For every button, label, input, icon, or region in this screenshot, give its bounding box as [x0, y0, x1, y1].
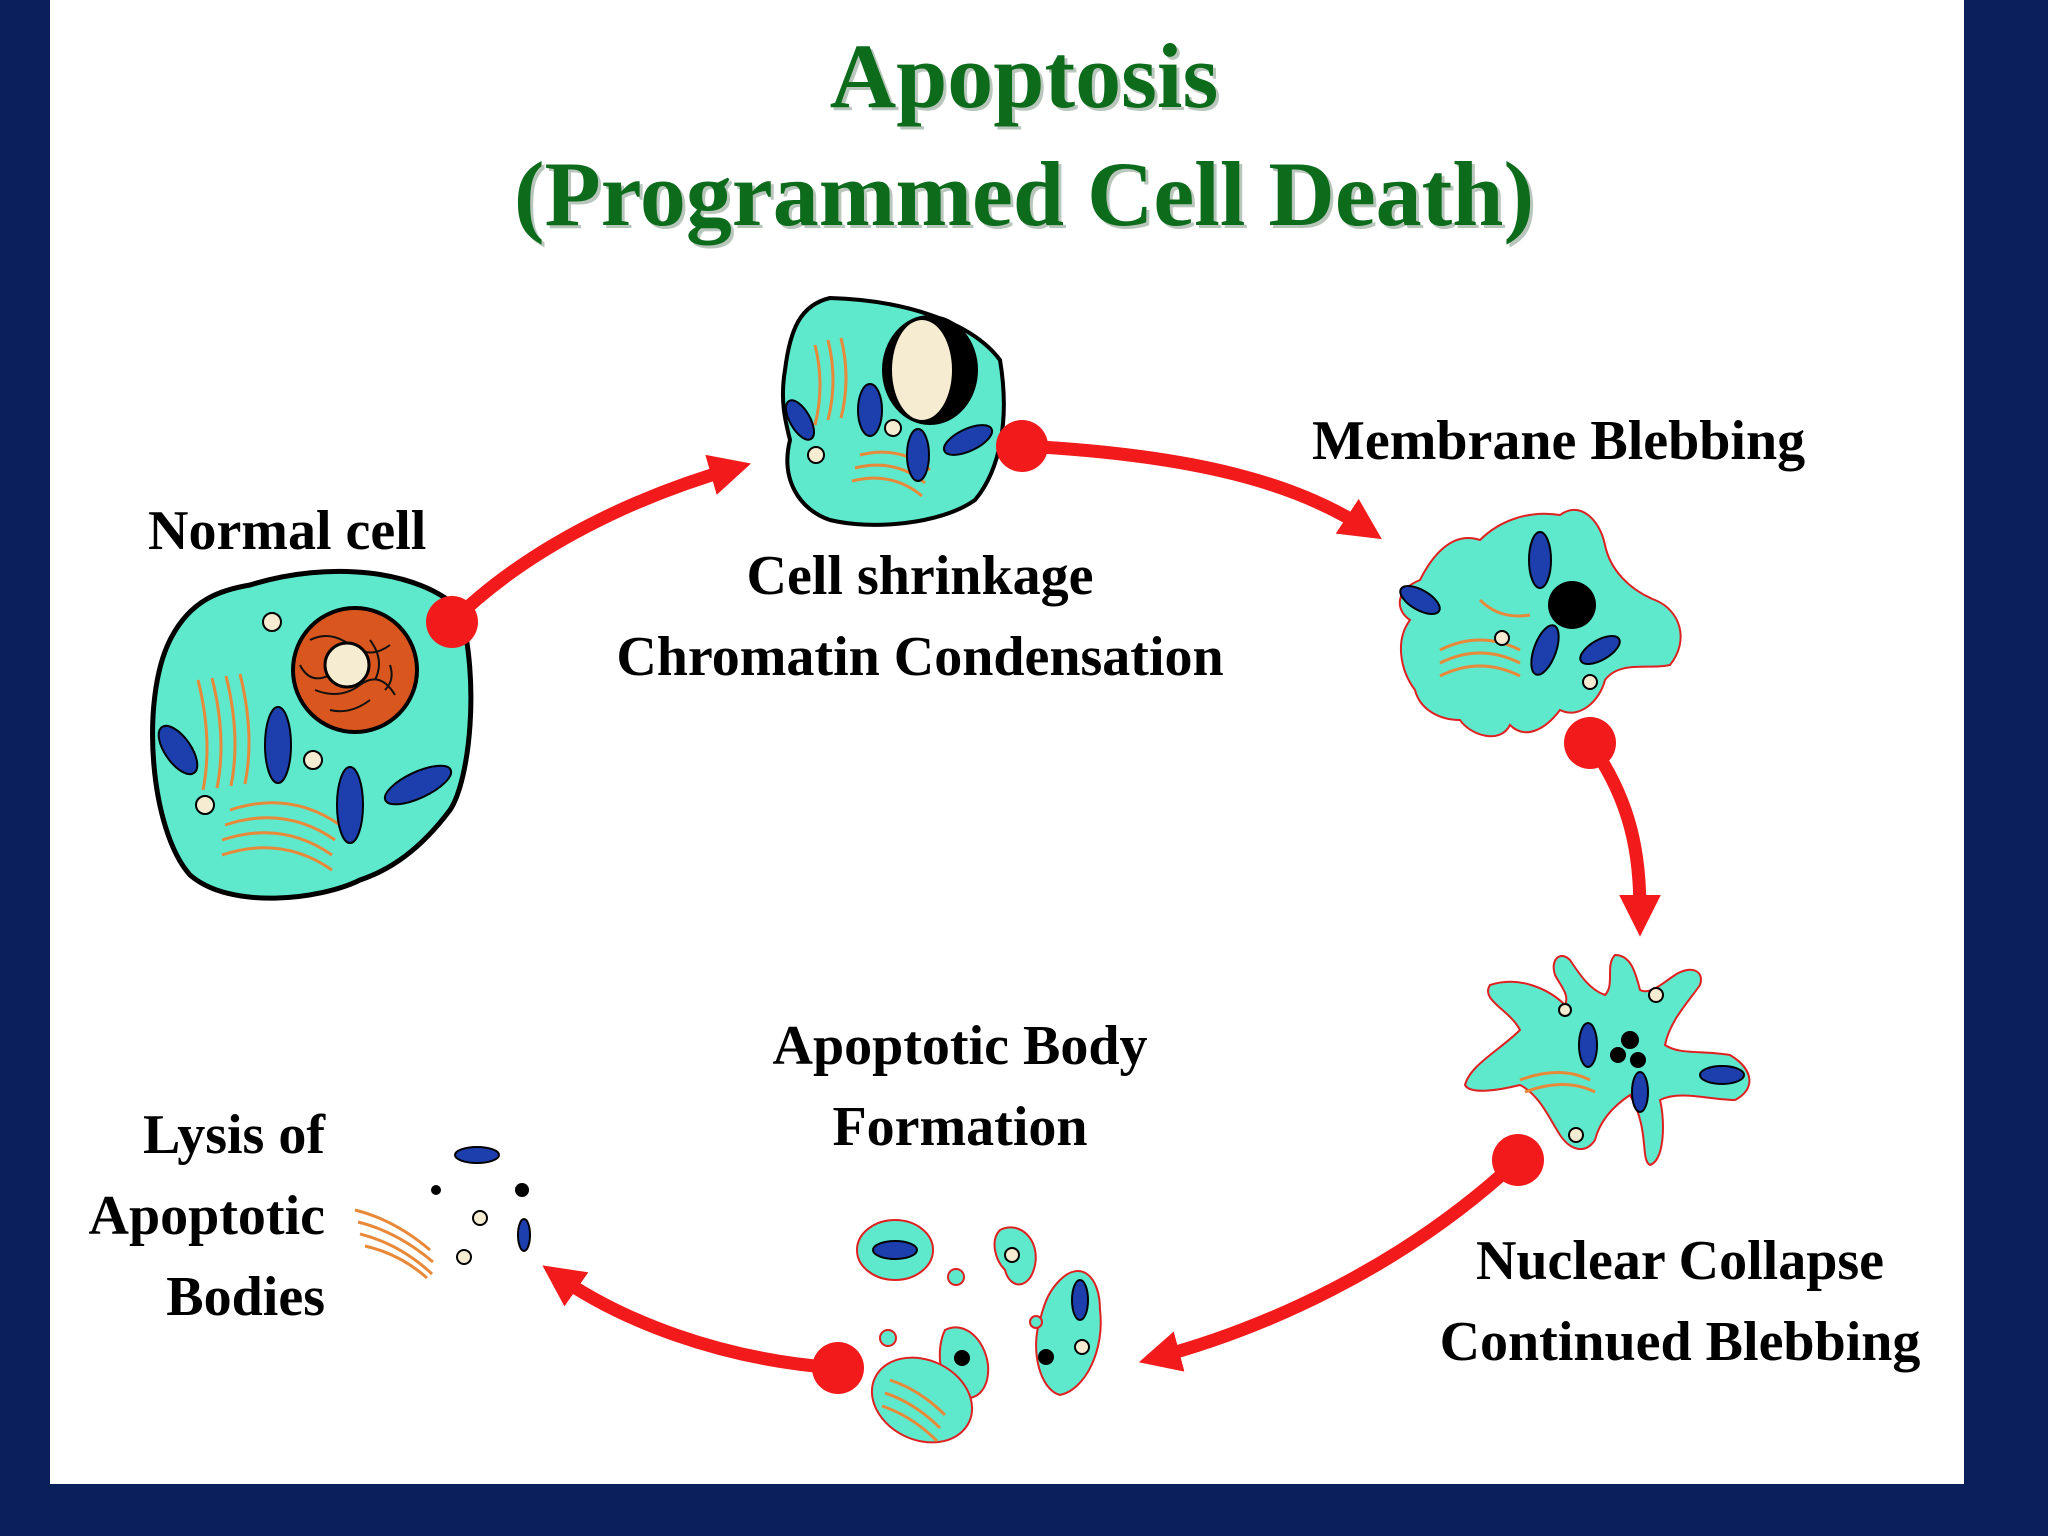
shrunken-cell	[780, 295, 1006, 527]
mitochondrion	[1530, 624, 1560, 676]
mitochondrion	[906, 428, 930, 482]
lysis-debris	[354, 1146, 531, 1280]
mitochondrion	[517, 1218, 531, 1252]
mitochondrion	[942, 424, 994, 456]
apoptotic-bodies	[856, 1219, 1102, 1444]
mitochondrion	[872, 1240, 918, 1260]
arrow-blebbing-to-collapse	[1583, 736, 1661, 937]
mitochondrion	[264, 706, 292, 784]
arrow-collapse-to-bodies	[1138, 1153, 1525, 1372]
mitochondrion	[1699, 1065, 1745, 1085]
mitochondrion	[1528, 531, 1552, 589]
label-apoptotic-body-formation: Apoptotic Body Formation	[772, 1015, 1148, 1158]
mitochondrion	[1631, 1071, 1649, 1113]
arrow-shrinkage-to-blebbing	[1015, 439, 1382, 540]
normal-cell	[150, 568, 474, 901]
mitochondrion	[1071, 1279, 1089, 1321]
mitochondrion	[454, 1146, 500, 1164]
label-nuclear-collapse: Nuclear Collapse Continued Blebbing	[1439, 1230, 1921, 1373]
label-membrane-blebbing: Membrane Blebbing	[1312, 410, 1806, 472]
mitochondrion	[383, 764, 453, 806]
cycle-arrows	[445, 439, 1661, 1375]
mitochondrion	[336, 766, 364, 844]
mitochondrion	[857, 383, 883, 437]
mitochondrion	[1578, 1022, 1598, 1068]
diagram-title: Apoptosis	[829, 25, 1219, 127]
arrow-bodies-to-lysis	[542, 1265, 845, 1375]
nuclear-collapse-cell	[1463, 953, 1751, 1167]
golgi-apparatus	[196, 673, 341, 872]
condensed-nucleus	[1548, 581, 1596, 629]
mitochondrion	[1579, 635, 1621, 665]
nucleolus	[323, 641, 371, 689]
arrow-normal-to-shrinkage	[445, 454, 752, 629]
arrow-origin-dots	[426, 420, 1616, 1394]
blebbing-cell	[1398, 508, 1682, 738]
mitochondrion	[157, 724, 199, 776]
mitochondrion	[1399, 585, 1441, 615]
label-lysis: Lysis of Apoptotic Bodies	[88, 1104, 325, 1329]
label-cell-shrinkage: Cell shrinkage Chromatin Condensation	[616, 545, 1224, 688]
mitochondrion	[785, 399, 815, 441]
label-normal-cell: Normal cell	[148, 500, 427, 562]
diagram-subtitle: (Programmed Cell Death)	[513, 143, 1535, 245]
